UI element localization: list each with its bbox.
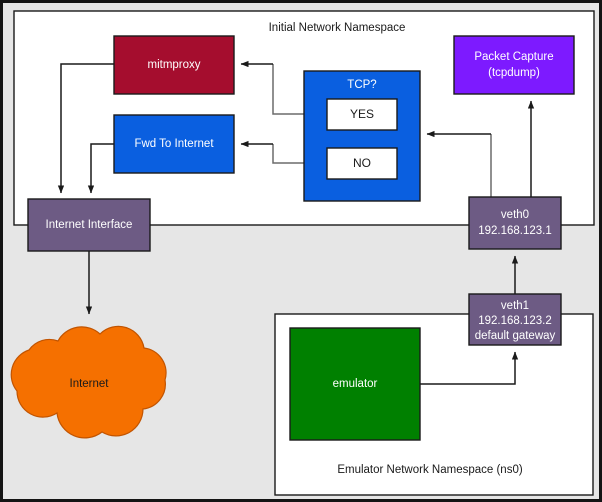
node-tcp-yes[interactable]: YES xyxy=(326,98,398,131)
node-veth0-label-line1: veth0 xyxy=(501,209,529,221)
node-mitmproxy[interactable]: mitmproxy xyxy=(113,35,235,95)
edge-emulator-to-veth1 xyxy=(420,351,519,385)
node-internet-cloud-label: Internet xyxy=(70,378,110,390)
node-veth1-label-line3: default gateway xyxy=(475,330,556,342)
node-tcp-decision[interactable]: TCP? xyxy=(303,70,421,202)
edge-fwd-to-internet-interface xyxy=(87,143,114,194)
node-emulator-label: emulator xyxy=(333,378,378,390)
namespace-ns0-label: Emulator Network Namespace (ns0) xyxy=(337,464,523,476)
namespace-initial-label: Initial Network Namespace xyxy=(269,22,406,34)
network-diagram: Initial Network Namespace Emulator Netwo… xyxy=(10,10,595,496)
node-emulator[interactable]: emulator xyxy=(289,327,421,441)
node-tcp-no[interactable]: NO xyxy=(326,147,398,180)
node-veth1[interactable]: veth1 192.168.123.2 default gateway xyxy=(468,293,562,346)
node-veth0[interactable]: veth0 192.168.123.1 xyxy=(468,196,562,250)
edge-mitmproxy-to-internet-interface xyxy=(57,63,114,194)
node-fwd-to-internet[interactable]: Fwd To Internet xyxy=(113,114,235,174)
node-packet-capture[interactable]: Packet Capture (tcpdump) xyxy=(453,35,575,95)
node-tcp-no-label: NO xyxy=(353,156,371,170)
node-veth1-label-line1: veth1 xyxy=(501,300,529,312)
node-fwd-to-internet-label: Fwd To Internet xyxy=(134,138,214,150)
node-internet-interface-label: Internet Interface xyxy=(46,219,133,231)
node-packet-capture-label-line1: Packet Capture xyxy=(474,51,553,63)
node-veth0-label-line2: 192.168.123.1 xyxy=(478,225,552,237)
cloud-shape xyxy=(10,325,167,439)
node-tcp-decision-label: TCP? xyxy=(347,79,376,91)
node-packet-capture-label-line2: (tcpdump) xyxy=(488,67,540,79)
node-internet-interface[interactable]: Internet Interface xyxy=(27,198,151,252)
node-internet-cloud[interactable]: Internet xyxy=(10,325,167,439)
node-veth1-label-line2: 192.168.123.2 xyxy=(478,315,552,327)
node-mitmproxy-label: mitmproxy xyxy=(147,59,200,71)
node-tcp-yes-label: YES xyxy=(350,107,374,121)
